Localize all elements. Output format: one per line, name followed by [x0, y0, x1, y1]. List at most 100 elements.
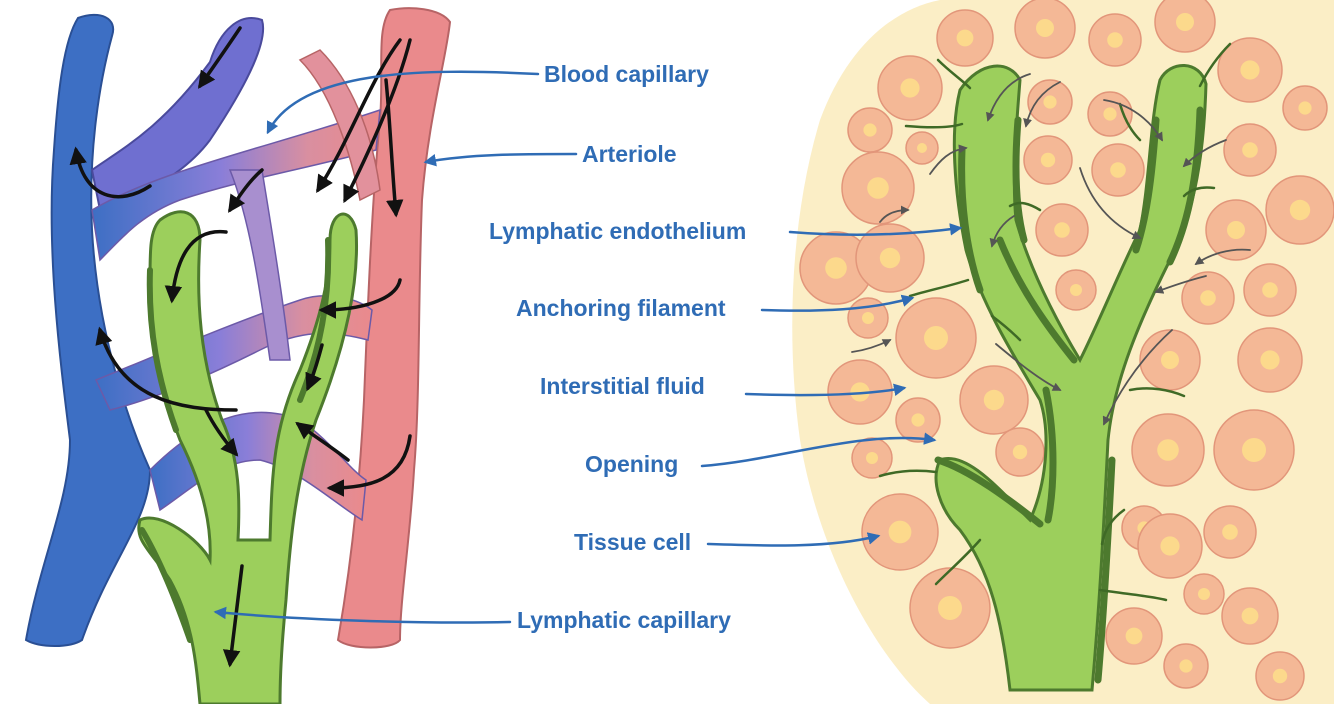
- flow-arrow: [384, 78, 404, 218]
- lymph-endothelium-edge: [139, 527, 193, 643]
- pointer-tissue-cell: [706, 532, 881, 547]
- cell-nucleus: [1176, 13, 1194, 31]
- cell-nucleus: [1040, 152, 1056, 168]
- flow-arrow: [164, 230, 228, 304]
- capillary-cross: [228, 169, 291, 361]
- anchoring-filaments: [878, 42, 1232, 602]
- anchoring-filament: [878, 469, 938, 478]
- fluid-arrow: [989, 215, 1015, 248]
- cell-nucleus: [983, 389, 1005, 411]
- fluid-arrow: [995, 343, 1062, 391]
- cell-nucleus: [1125, 627, 1143, 645]
- cell-nucleus: [1157, 439, 1179, 461]
- fluid-arrow: [879, 205, 910, 223]
- label-lymphatic-endothelium: Lymphatic endothelium: [489, 218, 747, 244]
- cell-nucleus: [1240, 60, 1260, 80]
- lymph-endothelium-edge: [1012, 116, 1028, 244]
- cell-nucleus: [1298, 101, 1312, 115]
- pointer-lymphatic-capillary: [213, 606, 512, 624]
- cell-nucleus: [866, 452, 878, 464]
- pointer-anchoring-filament: [760, 294, 915, 312]
- cell-nucleus: [862, 312, 874, 324]
- cell-nucleus: [879, 247, 901, 269]
- anchoring-filament: [1118, 102, 1142, 142]
- pointer-lymphatic-endothelium: [788, 223, 963, 236]
- fluid-arrow: [1023, 81, 1061, 128]
- lymph-endothelium-edge: [958, 146, 984, 294]
- flow-arrow: [204, 408, 239, 457]
- lymph-endothelium-edge: [934, 456, 1044, 528]
- label-pointers: [213, 70, 963, 624]
- cell-nucleus: [1260, 350, 1280, 370]
- cell-nucleus: [1262, 282, 1278, 298]
- anchoring-filament: [936, 58, 972, 90]
- lymphatic-vessel: [137, 210, 358, 704]
- fluid-arrow: [1103, 99, 1163, 142]
- cell-nucleus: [1241, 607, 1259, 625]
- lymph-endothelium-edge: [146, 267, 179, 433]
- flow-arrow: [95, 326, 238, 412]
- flow-arrow: [295, 421, 350, 462]
- flow-arrow: [316, 38, 402, 193]
- cell-nucleus: [1242, 438, 1266, 462]
- cell-nucleus: [825, 257, 847, 279]
- capillary-diagonal: [298, 49, 381, 202]
- cell-nucleus: [1103, 107, 1117, 121]
- cell-nucleus: [1110, 162, 1126, 178]
- pointer-interstitial-fluid: [744, 383, 907, 397]
- cell-nucleus: [911, 413, 925, 427]
- pointer-blood-capillary: [266, 70, 540, 135]
- cell-nucleus: [1070, 284, 1082, 296]
- flow-arrow: [326, 434, 412, 497]
- cell-nucleus: [1242, 142, 1258, 158]
- flow-arrow: [318, 278, 402, 319]
- cell-nucleus: [867, 177, 889, 199]
- cell-nucleus: [1272, 668, 1288, 684]
- cell-nucleus: [1227, 221, 1245, 239]
- label-blood-capillary: Blood capillary: [544, 61, 709, 87]
- fluid-arrow: [1194, 248, 1251, 266]
- cell-nucleus: [917, 143, 927, 153]
- anchoring-filament: [1098, 588, 1168, 602]
- flow-arrow: [305, 343, 324, 392]
- cell-nucleus: [900, 78, 920, 98]
- label-lymphatic-capillary: Lymphatic capillary: [517, 607, 731, 633]
- cell-nucleus: [1036, 19, 1054, 37]
- anchoring-filament: [904, 122, 964, 129]
- anchoring-filament: [1008, 201, 1042, 212]
- flow-arrows: [69, 26, 412, 668]
- cell-nucleus: [1200, 290, 1216, 306]
- label-tissue-cell: Tissue cell: [574, 529, 692, 555]
- label-interstitial-fluid: Interstitial fluid: [540, 373, 705, 399]
- cell-nucleus: [1107, 32, 1123, 48]
- fluid-arrow: [851, 339, 892, 353]
- tissue-cells: [799, 0, 1334, 701]
- anchoring-filament: [990, 314, 1022, 342]
- pointer-arteriole: [423, 152, 578, 167]
- capillary-loop-upper: [91, 108, 381, 262]
- fluid-arrow: [929, 144, 968, 175]
- cell-nucleus: [924, 326, 948, 350]
- fluid-arrow: [1182, 139, 1227, 168]
- cell-nucleus: [938, 596, 962, 620]
- lymph-endothelium-edge: [1094, 456, 1116, 684]
- fluid-arrow: [1154, 275, 1207, 294]
- arteriole: [336, 7, 452, 649]
- cell-nucleus: [863, 123, 877, 137]
- anchoring-filament: [908, 278, 970, 298]
- cell-nucleus: [1198, 588, 1210, 600]
- cell-nucleus: [1179, 659, 1193, 673]
- lymph-endothelium-edge: [1042, 386, 1057, 524]
- venule: [24, 13, 152, 647]
- cell-nucleus: [1043, 95, 1057, 109]
- anchoring-filament: [1128, 387, 1186, 398]
- fluid-flow-arrows: [851, 73, 1251, 426]
- anchoring-filament: [1100, 508, 1126, 546]
- cell-nucleus: [1222, 524, 1238, 540]
- lymph-endothelium-edge: [996, 236, 1078, 364]
- label-opening: Opening: [585, 451, 679, 477]
- cell-nucleus: [1161, 351, 1179, 369]
- pointer-opening: [700, 432, 937, 468]
- label-arteriole: Arteriole: [582, 141, 677, 167]
